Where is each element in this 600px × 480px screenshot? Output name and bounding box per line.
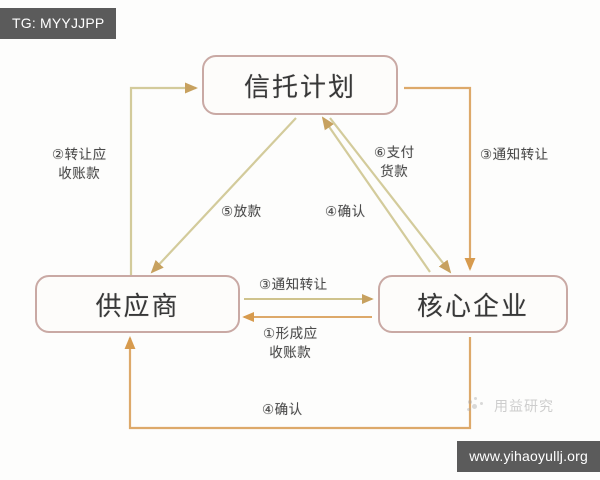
node-supplier-label: 供应商 [95, 291, 180, 322]
edge-4-confirm-middle [321, 116, 431, 273]
telegram-tag-badge: TG: MYYJJPP [0, 8, 117, 39]
edge-label-3-notify-transfer-right: ③通知转让 [480, 147, 549, 163]
edge-label-3-notify-transfer-bottom: ③通知转让 [259, 277, 328, 293]
edge-4-confirm-bottom [124, 336, 472, 430]
edge-label-6-pay-goods: ⑥支付 货款 [374, 145, 415, 180]
edge-label-5-disbursement: ⑤放款 [221, 204, 262, 220]
node-core-enterprise-label: 核心企业 [416, 291, 529, 322]
edge-label-4-confirm-middle: ④确认 [325, 204, 366, 220]
node-trust-plan-label: 信托计划 [243, 72, 356, 103]
node-supplier[interactable]: 供应商 [35, 275, 240, 333]
node-core-enterprise[interactable]: 核心企业 [378, 275, 568, 333]
website-url-badge: www.yihaoyullj.org [457, 441, 600, 472]
node-trust-plan[interactable]: 信托计划 [202, 55, 398, 115]
edge-2-transfer-receivables [129, 82, 198, 275]
edge-6-pay-goods [329, 117, 452, 274]
edge-label-2-transfer-receivables: ②转让应 收账款 [52, 147, 107, 182]
edge-label-4-confirm-bottom: ④确认 [262, 402, 303, 418]
edge-3-notify-transfer-right [404, 86, 476, 271]
edge-5-disbursement [150, 117, 297, 274]
edge-label-1-form-receivables: ①形成应 收账款 [263, 326, 318, 361]
